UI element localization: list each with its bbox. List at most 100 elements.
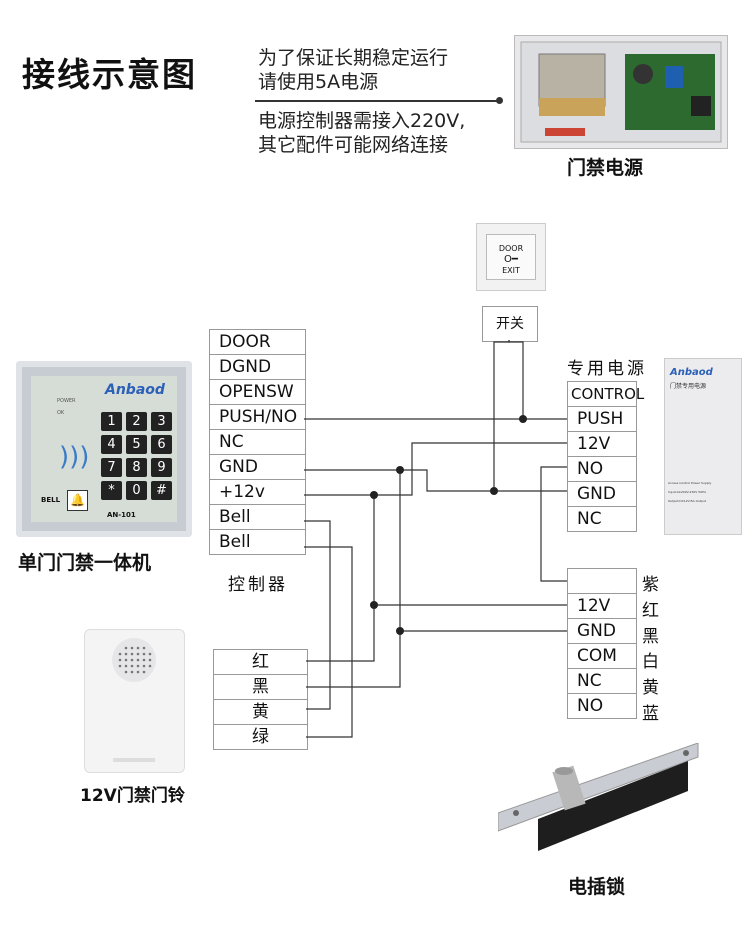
wire-12v [304,442,567,496]
psu-spec-3: Output:DC12V/5A Output [668,499,707,503]
lock-wire-color: 蓝 [642,704,659,724]
keypad-caption: 单门门禁一体机 [18,552,152,574]
bolt-lock-icon [497,742,699,851]
keypad-brand: Anbaod [105,382,165,398]
key-icon: O━ [504,254,518,265]
controller-terminal: NC [210,430,305,455]
exit-button-bottom-text: EXIT [502,266,520,275]
junction-dot [396,627,404,635]
junction-dot [490,487,498,495]
key-3: 3 [151,412,172,431]
power-supply-board-icon [520,41,722,143]
note-line-3: 电源控制器需接入220V, [258,110,466,132]
lock-terminal: COM [568,644,636,669]
key-hash: # [151,481,172,500]
lock-wire-color: 黄 [642,678,659,698]
keypad-bell-label: BELL [41,496,61,504]
key-6: 6 [151,435,172,454]
bell-terminal: 黑 [214,675,307,700]
keypad-face: Anbaod POWER OK ))) BELL 🔔 1 2 3 4 5 6 7… [31,376,177,522]
wire-switch-left [508,340,524,419]
controller-terminal-block: DOOR DGND OPENSW PUSH/NO NC GND +12v Bel… [209,329,306,555]
controller-terminal: Bell [210,530,305,555]
controller-terminal: GND [210,455,305,480]
lock-terminal: NC [568,669,636,694]
lock-wire-color: 黑 [642,627,659,647]
wire-bell-2 [304,546,353,738]
switch-label: 开关 [496,316,524,332]
power-terminal: PUSH [568,407,636,432]
power-supply-image [514,35,728,149]
page-title: 接线示意图 [22,55,197,94]
controller-terminal: DOOR [210,330,305,355]
controller-caption: 控制器 [228,575,288,595]
lock-wire-color: 紫 [642,575,659,595]
junction-dot [519,415,527,423]
power-terminal: NO [568,457,636,482]
dedicated-power-caption: 专用电源 [567,359,647,379]
speaker-grille-icon [112,638,156,762]
key-9: 9 [151,458,172,477]
junction-dot [396,466,404,474]
key-8: 8 [126,458,147,477]
psu-spec-2: Input:AC200V-230V 50Hz [668,490,706,494]
note-divider-dot [496,97,503,104]
lock-caption: 电插锁 [568,876,626,898]
key-4: 4 [101,435,122,454]
power-terminal: GND [568,482,636,507]
lock-terminal-block: 12V GND COM NC NO [567,568,637,719]
controller-terminal: DGND [210,355,305,380]
bell-terminal: 黄 [214,700,307,725]
power-terminal: CONTROL [568,382,644,407]
wire-lock-12v [373,495,567,606]
lock-terminal: NO [568,694,636,719]
lock-wire-color: 红 [642,601,659,621]
psu-brand: Anbaod [670,367,713,378]
note-line-1: 为了保证长期稳定运行 [258,47,449,69]
psu-label: 门禁专用电源 [670,383,707,390]
key-0: 0 [126,481,147,500]
key-1: 1 [101,412,122,431]
keypad-ok-label: OK [57,410,65,416]
wire-lock-gnd [399,470,567,632]
wire-switch-down [493,340,510,491]
bell-icon: 🔔 [67,490,88,511]
power-terminal: NC [568,507,636,532]
bell-terminal: 红 [214,650,307,675]
wire-bell-black [306,631,401,688]
lock-wire-color: 白 [642,652,659,672]
note-divider [255,100,500,102]
wire-bell-red [306,605,375,662]
controller-terminal: PUSH/NO [210,405,305,430]
power-terminal: 12V [568,432,636,457]
rfid-icon: ))) [59,442,90,472]
key-2: 2 [126,412,147,431]
controller-terminal: Bell [210,505,305,530]
access-keypad-image: Anbaod POWER OK ))) BELL 🔔 1 2 3 4 5 6 7… [16,361,192,537]
lock-terminal [568,569,636,594]
key-7: 7 [101,458,122,477]
exit-button-top-text: DOOR [498,244,524,253]
wire-no-lock [540,466,567,582]
psu-spec-1: Access Control Power Supply [668,481,712,485]
exit-button-image: DOOR O━ EXIT [476,223,546,291]
doorbell-caption: 12V门禁门铃 [80,786,185,806]
junction-dot [370,491,378,499]
key-5: 5 [126,435,147,454]
lock-terminal: GND [568,619,636,644]
power-terminal-block: CONTROL PUSH 12V NO GND NC [567,381,644,532]
keypad-power-label: POWER [57,398,76,404]
dedicated-psu-image: Anbaod 门禁专用电源 Access Control Power Suppl… [664,358,742,535]
lock-terminal: 12V [568,594,636,619]
key-star: * [101,481,122,500]
controller-terminal: +12v [210,480,305,505]
wire-gnd [304,469,567,492]
doorbell-image [84,629,185,773]
note-line-2: 请使用5A电源 [258,71,379,93]
bell-terminal: 绿 [214,725,307,750]
bell-terminal-block: 红 黑 黄 绿 [213,649,308,750]
wire-bell-1 [304,520,331,710]
keypad-model: AN-101 [107,511,136,519]
controller-terminal: OPENSW [210,380,305,405]
